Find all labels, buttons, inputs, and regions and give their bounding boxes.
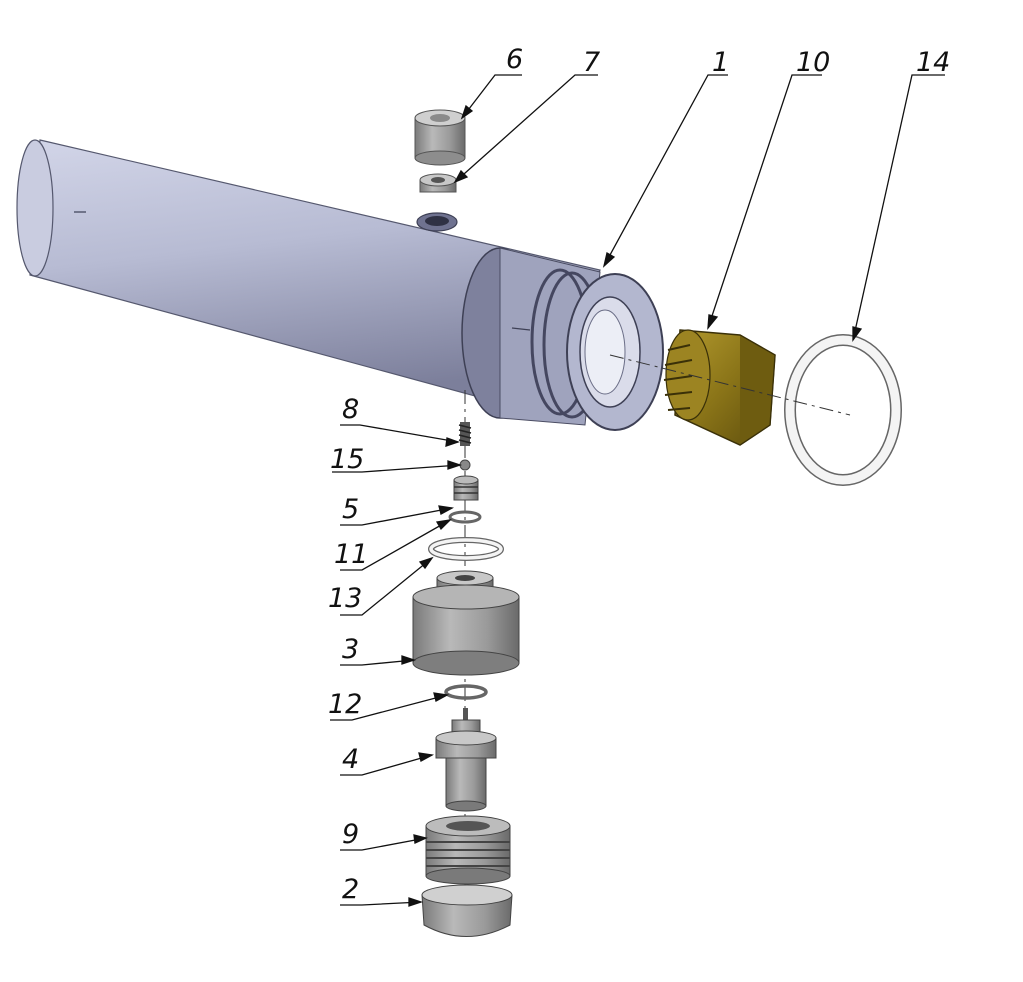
callout-13: 13 bbox=[328, 583, 362, 614]
part-12-washer bbox=[444, 684, 488, 700]
part-4-piston bbox=[435, 708, 497, 812]
callout-4: 4 bbox=[342, 744, 359, 775]
part-13-o-ring bbox=[428, 537, 504, 561]
part-10-brass-plug bbox=[663, 329, 776, 446]
leader-lines bbox=[330, 74, 945, 907]
callout-10: 10 bbox=[796, 47, 830, 78]
part-1-tube-body bbox=[16, 139, 664, 431]
part-2-end-cap bbox=[421, 884, 513, 937]
part-11-o-ring bbox=[448, 510, 482, 524]
callout-2: 2 bbox=[342, 874, 359, 905]
part-6-cap bbox=[414, 109, 466, 166]
callout-1: 1 bbox=[712, 47, 729, 78]
callout-labels: 6 7 1 10 14 8 15 5 11 13 3 12 4 9 2 bbox=[328, 44, 950, 905]
callout-5: 5 bbox=[342, 494, 359, 525]
part-3-housing bbox=[412, 570, 520, 676]
callout-7: 7 bbox=[583, 47, 600, 78]
callout-14: 14 bbox=[916, 47, 950, 78]
callout-11: 11 bbox=[334, 539, 368, 570]
callout-9: 9 bbox=[342, 819, 359, 850]
part-8-spring bbox=[458, 422, 472, 446]
part-14-seal-ring bbox=[784, 334, 902, 486]
callout-15: 15 bbox=[330, 444, 364, 475]
part-7-washer bbox=[419, 173, 457, 193]
part-5-valve-seat bbox=[453, 475, 479, 501]
callout-6: 6 bbox=[506, 44, 523, 75]
part-9-threaded-nut bbox=[425, 815, 511, 885]
callout-12: 12 bbox=[328, 689, 362, 720]
callout-3: 3 bbox=[342, 634, 359, 665]
callout-8: 8 bbox=[342, 394, 359, 425]
